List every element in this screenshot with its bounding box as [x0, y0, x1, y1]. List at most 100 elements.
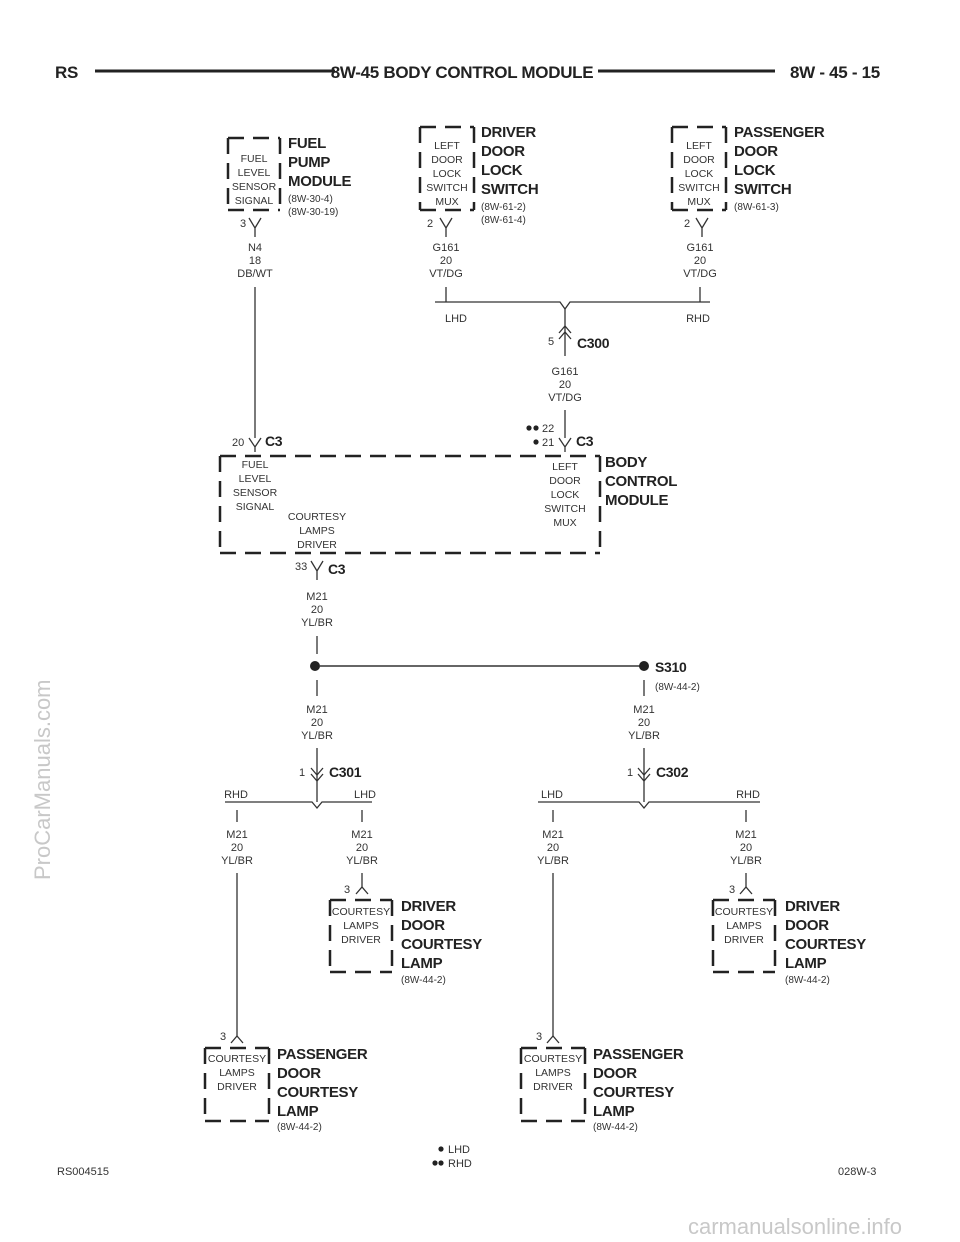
- wire-g161-driver-color: VT/DG: [429, 268, 463, 280]
- bcm-lock-label-2: DOOR: [549, 475, 581, 487]
- pass-lock-name-1: PASSENGER: [734, 124, 825, 141]
- driver-lock-name-1: DRIVER: [481, 124, 536, 141]
- pass-lamp-rhd-label-3: DRIVER: [217, 1081, 257, 1093]
- bcm-courtesy-label-1: COURTESY: [288, 511, 346, 523]
- pass-lamp-lhd-pin-number: 3: [536, 1031, 542, 1043]
- driver-lamp-rhd-label-2: LAMPS: [726, 920, 762, 932]
- wire-m21-c301-lhd-gauge: 20: [356, 842, 368, 854]
- legend-rhd-dot-1: [432, 1160, 438, 1166]
- c302-rhd-label: RHD: [736, 789, 760, 801]
- c3-courtesy-pin-number: 33: [295, 561, 307, 573]
- splice-s310-node: [639, 661, 649, 671]
- wire-m21-left-color: YL/BR: [301, 730, 333, 742]
- pass-lamp-lhd-name-2: DOOR: [593, 1065, 637, 1082]
- lock-switch-variant-bus: [435, 301, 710, 311]
- driver-lamp-rhd-ref: (8W-44-2): [785, 975, 830, 986]
- driver-lamp-lhd-outline: [328, 898, 394, 974]
- wire-m21-right-gauge: 20: [638, 717, 650, 729]
- driver-door-courtesy-lamp-rhd: COURTESY LAMPS DRIVER DRIVER DOOR COURTE…: [711, 898, 867, 986]
- pass-lock-pin-number: 2: [684, 218, 690, 230]
- bcm-lock-label-4: SWITCH: [544, 503, 585, 515]
- driver-lamp-rhd-name-1: DRIVER: [785, 898, 840, 915]
- driver-lock-pin-label-5: MUX: [435, 196, 458, 208]
- fuel-pump-pin-label-2: LEVEL: [238, 167, 271, 179]
- pass-lamp-rhd-pin-number: 3: [220, 1031, 226, 1043]
- driver-lamp-rhd-label-3: DRIVER: [724, 934, 764, 946]
- legend-lhd-label: LHD: [448, 1144, 470, 1156]
- wire-m21-c302-lhd-gauge: 20: [547, 842, 559, 854]
- bcm-lock-label-3: LOCK: [551, 489, 580, 501]
- driver-lamp-lhd-label-1: COURTESY: [332, 906, 390, 918]
- fuel-pump-name-3: MODULE: [288, 173, 351, 190]
- wire-g161-pass-color: VT/DG: [683, 268, 717, 280]
- driver-lamp-lhd-ref: (8W-44-2): [401, 975, 446, 986]
- pass-lock-terminal: [695, 217, 709, 237]
- c3-lock-connector-name: C3: [576, 433, 594, 449]
- bcm-name-2: CONTROL: [605, 473, 677, 490]
- pass-lamp-rhd-name-4: LAMP: [277, 1103, 319, 1120]
- pass-lamp-lhd-name-1: PASSENGER: [593, 1046, 684, 1063]
- bcm-courtesy-label-2: LAMPS: [299, 525, 335, 537]
- pass-lamp-rhd-name-1: PASSENGER: [277, 1046, 368, 1063]
- pass-lock-outline: [670, 125, 728, 212]
- wire-m21-c301-lhd-circuit: M21: [351, 829, 372, 841]
- driver-lamp-rhd-label-1: COURTESY: [715, 906, 773, 918]
- c3-courtesy-connector-name: C3: [328, 561, 346, 577]
- lhd-dot-1: [526, 425, 532, 431]
- wire-m21-left-gauge: 20: [311, 717, 323, 729]
- legend-rhd-label: RHD: [448, 1158, 472, 1170]
- c301-connector-symbol: [310, 767, 324, 782]
- driver-lock-ref-2: (8W-61-4): [481, 215, 526, 226]
- driver-lamp-rhd-name-3: COURTESY: [785, 936, 866, 953]
- passenger-door-lock-switch: LEFT DOOR LOCK SWITCH MUX PASSENGER DOOR…: [670, 124, 825, 213]
- c302-variant-bus: [538, 801, 760, 810]
- bcm-name-1: BODY: [605, 454, 647, 471]
- pass-lamp-rhd-ref: (8W-44-2): [277, 1122, 322, 1133]
- pass-lamp-lhd-label-1: COURTESY: [524, 1053, 582, 1065]
- fuel-pump-module: FUEL LEVEL SENSOR SIGNAL FUEL PUMP MODUL…: [226, 135, 352, 218]
- wire-m21-c301-rhd-color: YL/BR: [221, 855, 253, 867]
- c302-lhd-label: LHD: [541, 789, 563, 801]
- wire-m21-c302-lhd-circuit: M21: [542, 829, 563, 841]
- splice-s310-ref: (8W-44-2): [655, 682, 700, 693]
- driver-lamp-rhd-name-4: LAMP: [785, 955, 827, 972]
- driver-lamp-lhd-name-1: DRIVER: [401, 898, 456, 915]
- pass-lamp-lhd-outline: [519, 1046, 587, 1123]
- wire-m21-c302-lhd-color: YL/BR: [537, 855, 569, 867]
- driver-lamp-rhd-terminal: [739, 886, 753, 895]
- bcm-name-3: MODULE: [605, 492, 668, 509]
- fuel-pump-pin-label-1: FUEL: [241, 153, 268, 165]
- pass-lamp-lhd-terminal: [546, 1035, 560, 1044]
- c302-connector-symbol: [637, 767, 651, 782]
- fuel-pump-ref-2: (8W-30-19): [288, 207, 338, 218]
- bcm-lock-label-1: LEFT: [552, 461, 578, 473]
- page-title: 8W-45 BODY CONTROL MODULE: [331, 63, 594, 82]
- lhd-dot-2: [533, 425, 539, 431]
- wire-m21-c301-rhd-gauge: 20: [231, 842, 243, 854]
- bcm-lock-label-5: MUX: [553, 517, 576, 529]
- driver-door-courtesy-lamp-lhd: COURTESY LAMPS DRIVER DRIVER DOOR COURTE…: [328, 898, 483, 986]
- pass-lamp-rhd-terminal: [230, 1035, 244, 1044]
- wire-n4-color: DB/WT: [237, 268, 273, 280]
- c3-lock-terminal: [558, 437, 572, 452]
- driver-lock-terminal: [439, 217, 453, 237]
- wire-m21-bcm-color: YL/BR: [301, 617, 333, 629]
- fuel-pump-pin-label-3: SENSOR: [232, 181, 277, 193]
- c3-fuel-connector-name: C3: [265, 433, 283, 449]
- driver-lamp-lhd-name-4: LAMP: [401, 955, 443, 972]
- wire-g161-bcm-circuit: G161: [552, 366, 579, 378]
- c302-connector-name: C302: [656, 764, 689, 780]
- wire-m21-c302-rhd-gauge: 20: [740, 842, 752, 854]
- c300-pin-number: 5: [548, 336, 554, 348]
- driver-lock-pin-label-3: LOCK: [433, 168, 462, 180]
- pass-lamp-lhd-name-4: LAMP: [593, 1103, 635, 1120]
- c301-variant-bus: [225, 801, 372, 810]
- driver-lamp-lhd-name-2: DOOR: [401, 917, 445, 934]
- wire-m21-right-color: YL/BR: [628, 730, 660, 742]
- c300-connector-name: C300: [577, 335, 610, 351]
- c3-fuel-pin-number: 20: [232, 437, 244, 449]
- pass-lock-pin-label-5: MUX: [687, 196, 710, 208]
- c3-courtesy-terminal: [310, 560, 324, 580]
- pass-lamp-lhd-label-3: DRIVER: [533, 1081, 573, 1093]
